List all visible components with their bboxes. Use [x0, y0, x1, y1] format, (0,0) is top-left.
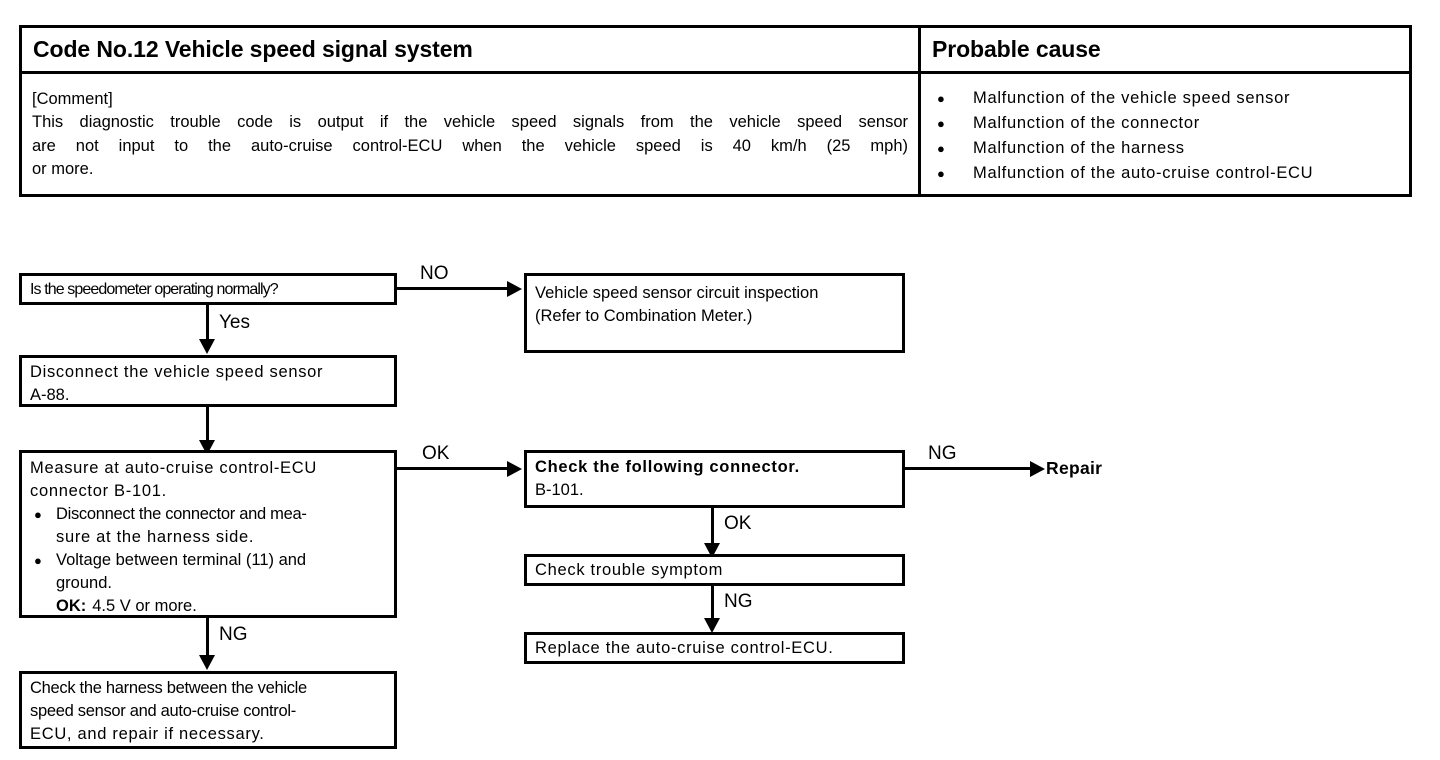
flow-box-measure-ecu-line1: Measure at auto-cruise control-ECU [30, 459, 317, 477]
flow-box-measure-ecu-ok-label: OK: [56, 597, 87, 615]
list-item: ● Malfunction of the connector [937, 111, 1409, 136]
bullet-icon: ● [937, 91, 945, 106]
flow-box-disconnect-sensor: Disconnect the vehicle speed sensor A-88… [19, 355, 397, 407]
table-body-row: [Comment] This diagnostic trouble code i… [22, 74, 1409, 194]
flow-box-check-harness-line1: Check the harness between the vehicle [30, 679, 307, 697]
flow-box-replace-ecu: Replace the auto-cruise control-ECU. [524, 632, 905, 664]
comment-label: [Comment] [32, 89, 113, 108]
flow-box-measure-ecu: Measure at auto-cruise control-ECU conne… [19, 450, 397, 618]
flow-box-measure-ecu-bullet2-line1: Voltage between terminal (11) and [56, 551, 307, 569]
list-item: ● Malfunction of the harness [937, 136, 1409, 161]
bullet-icon: ● [937, 141, 945, 156]
bullet-icon: ● [34, 553, 42, 568]
flow-box-check-harness: Check the harness between the vehicle sp… [19, 671, 397, 749]
list-item: ● Malfunction of the vehicle speed senso… [937, 86, 1409, 111]
edge-label-no: NO [420, 263, 449, 284]
edge-ok-measure-line [397, 467, 507, 470]
cause-cell: ● Malfunction of the vehicle speed senso… [921, 74, 1409, 194]
edge-no-line [397, 287, 507, 290]
comment-line-3: or more. [32, 160, 94, 178]
edge-yes-arrowhead [199, 339, 215, 354]
flow-box-disconnect-sensor-line1: Disconnect the vehicle speed sensor [30, 363, 324, 381]
edge-disconnect-to-measure-line [206, 407, 209, 445]
flow-box-check-harness-line3: ECU, and repair if necessary. [30, 725, 265, 743]
edge-yes-line [206, 305, 209, 342]
flow-box-check-trouble-symptom: Check trouble symptom [524, 554, 905, 586]
probable-cause-list: ● Malfunction of the vehicle speed senso… [921, 82, 1409, 186]
flow-box-measure-ecu-bullet2-line2: ground. [56, 574, 112, 592]
edge-no-arrowhead [507, 281, 522, 297]
list-item: ● Voltage between terminal (11) and [30, 549, 387, 572]
flow-box-check-connector-line2: B-101. [535, 481, 584, 499]
flow-box-speedometer-check-line1: Is the speedometer operating normally? [30, 281, 279, 298]
flow-box-sensor-circuit-inspection-line2: (Refer to Combination Meter.) [535, 307, 753, 325]
flow-box-replace-ecu-line1: Replace the auto-cruise control-ECU. [535, 639, 834, 657]
cause-text: Malfunction of the auto-cruise control-E… [973, 164, 1314, 182]
edge-ng-connector-line [905, 467, 1030, 470]
edge-label-ng-measure: NG [219, 624, 248, 645]
flow-box-check-connector: Check the following connector. B-101. [524, 450, 905, 508]
header-cell-cause: Probable cause [921, 28, 1409, 71]
flow-box-measure-ecu-ok-value: 4.5 V or more. [92, 597, 197, 615]
comment-cell: [Comment] This diagnostic trouble code i… [22, 74, 921, 194]
list-item: ● Disconnect the connector and mea- [30, 503, 387, 526]
edge-label-ok-connector: OK [724, 513, 752, 534]
edge-ng-measure-arrowhead [199, 655, 215, 670]
flow-box-check-trouble-symptom-line1: Check trouble symptom [535, 561, 724, 579]
flow-box-sensor-circuit-inspection-line1: Vehicle speed sensor circuit inspection [535, 284, 819, 302]
cause-text: Malfunction of the vehicle speed sensor [973, 89, 1291, 107]
flow-box-measure-ecu-line2: connector B-101. [30, 482, 167, 500]
flow-box-sensor-circuit-inspection: Vehicle speed sensor circuit inspection … [524, 273, 905, 353]
header-cell-code: Code No.12 Vehicle speed signal system [22, 28, 921, 71]
comment-line-1: This diagnostic trouble code is output i… [32, 113, 908, 131]
flow-box-measure-ecu-bullet1-line1: Disconnect the connector and mea- [56, 505, 307, 523]
edge-label-ok-measure: OK [422, 443, 450, 464]
flow-box-disconnect-sensor-line2: A-88. [30, 386, 70, 404]
edge-label-ng-symptom: NG [724, 591, 753, 612]
flow-box-check-connector-line1: Check the following connector. [535, 458, 800, 476]
probable-cause-title: Probable cause [932, 36, 1101, 62]
edge-ng-symptom-line [711, 586, 714, 621]
cause-text: Malfunction of the connector [973, 114, 1200, 132]
flow-node-repair: Repair [1046, 458, 1103, 478]
bullet-icon: ● [937, 116, 945, 131]
comment-block: [Comment] This diagnostic trouble code i… [22, 81, 918, 188]
page-title: Code No.12 Vehicle speed signal system [33, 36, 473, 62]
flow-box-measure-ecu-bullet1-line2: sure at the harness side. [56, 528, 255, 546]
edge-ng-measure-line [206, 618, 209, 658]
table-header-row: Code No.12 Vehicle speed signal system P… [22, 28, 1409, 74]
comment-line-2: are not input to the auto-cruise control… [32, 136, 908, 155]
edge-ng-connector-arrowhead [1030, 461, 1045, 477]
cause-text: Malfunction of the harness [973, 139, 1185, 157]
bullet-icon: ● [34, 507, 42, 522]
edge-label-yes: Yes [219, 312, 250, 333]
list-item: ● Malfunction of the auto-cruise control… [937, 161, 1409, 186]
fault-code-table: Code No.12 Vehicle speed signal system P… [19, 25, 1412, 197]
edge-ok-connector-line [711, 508, 714, 546]
flow-box-check-harness-line2: speed sensor and auto-cruise control- [30, 702, 296, 720]
flow-box-speedometer-check: Is the speedometer operating normally? [19, 273, 397, 305]
edge-label-ng-connector: NG [928, 443, 957, 464]
edge-ok-measure-arrowhead [507, 461, 522, 477]
bullet-icon: ● [937, 166, 945, 181]
edge-ng-symptom-arrowhead [704, 618, 720, 633]
